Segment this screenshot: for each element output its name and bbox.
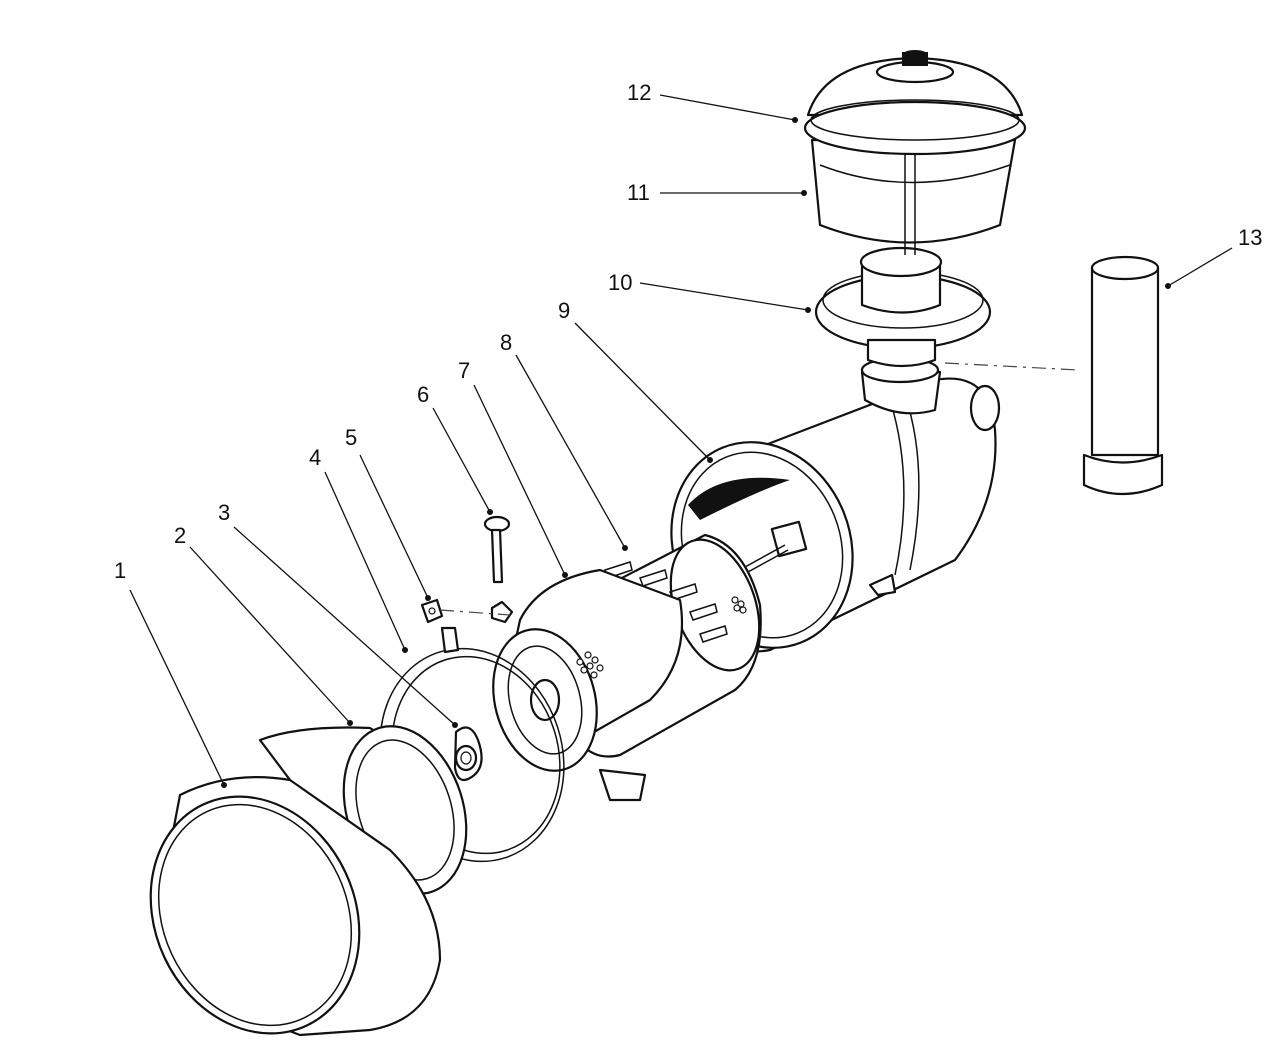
part-13-outlet-pipe: [1082, 255, 1164, 496]
callout-13: 13: [1238, 225, 1262, 250]
callout-11: 11: [627, 180, 650, 205]
callout-8: 8: [500, 330, 512, 355]
callout-4: 4: [309, 445, 321, 470]
part-11-bowl: [810, 138, 1017, 255]
callout-1: 1: [114, 558, 126, 583]
callout-9: 9: [558, 298, 570, 323]
part-7-outer-element: [492, 568, 684, 802]
part-1-cover: [149, 776, 442, 1037]
part-3-wing-nut: [453, 726, 483, 782]
callout-6: 6: [417, 382, 429, 407]
callout-3: 3: [218, 500, 230, 525]
part-6-bolt: [483, 515, 514, 624]
callout-10: 10: [608, 270, 632, 295]
alignment-line-pipe: [944, 362, 1079, 371]
callout-2: 2: [174, 523, 186, 548]
callout-5: 5: [345, 425, 357, 450]
part-12-dome-cover: [803, 50, 1027, 156]
callout-12: 12: [627, 80, 651, 105]
alignment-line-nut: [439, 609, 511, 616]
callout-7: 7: [458, 358, 470, 383]
leader-lines: [129, 94, 1233, 788]
part-10-cap: [814, 246, 992, 368]
part-5-nut: [420, 598, 444, 624]
